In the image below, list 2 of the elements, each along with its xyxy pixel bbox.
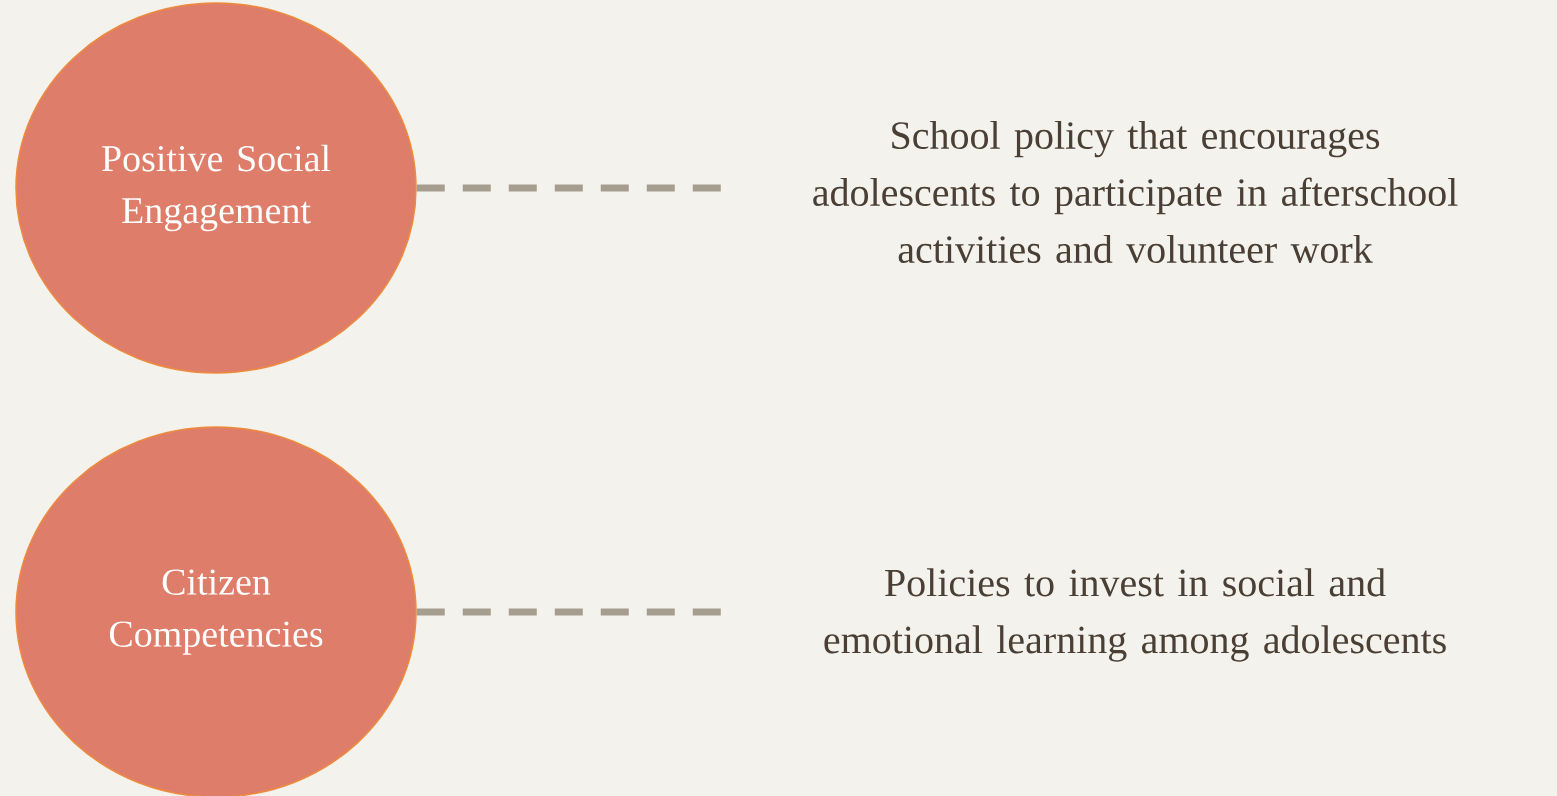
description-text: School policy that encourages adolescents to participate in afterschool activities and volunteer work	[813, 120, 1458, 264]
description-text: Policies to invest in social and emotional learning among adolescents	[824, 568, 1446, 662]
